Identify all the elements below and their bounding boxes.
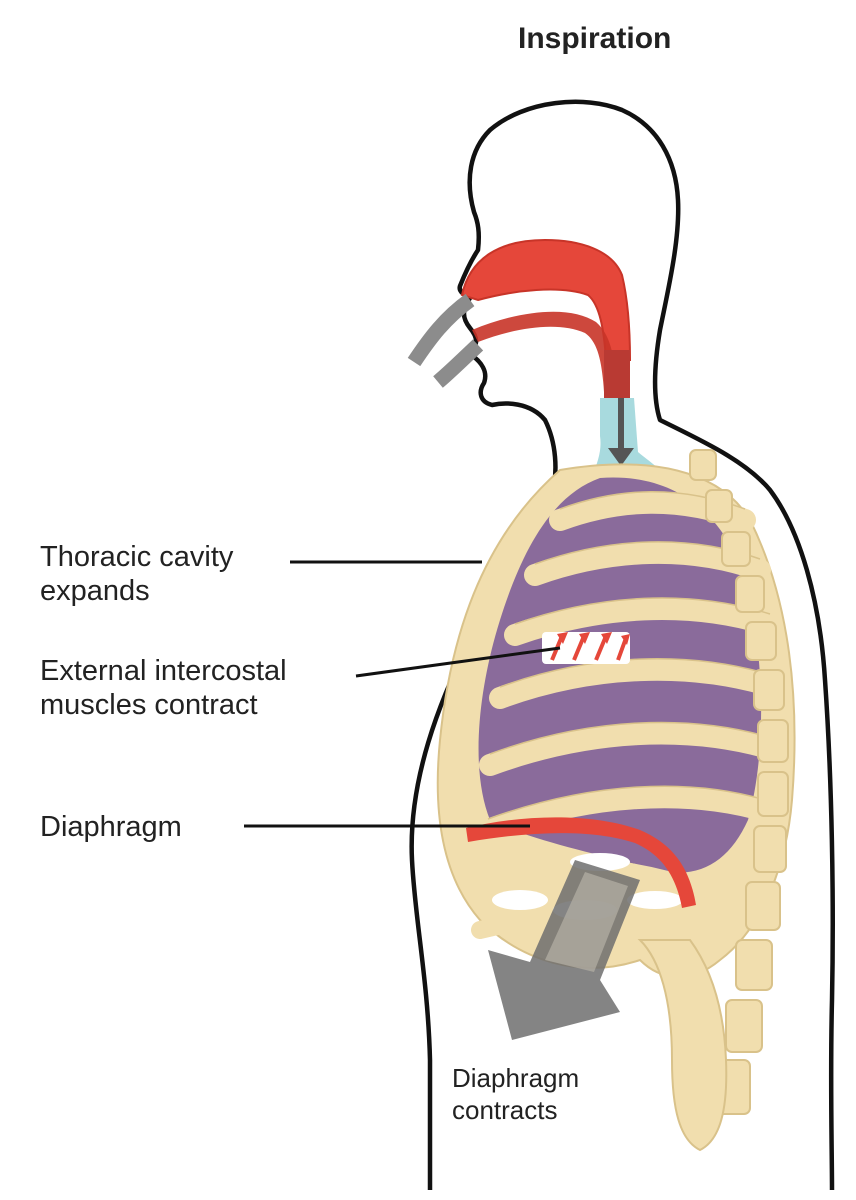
oral-airway	[472, 312, 616, 392]
airflow-arrow-mouth	[438, 345, 478, 382]
label-diaphragm: Diaphragm	[40, 810, 182, 844]
label-diaphragm-contracts: Diaphragm contracts	[452, 1062, 579, 1126]
label-external-intercostal: External intercostal muscles contract	[40, 654, 287, 722]
label-thoracic-cavity: Thoracic cavity expands	[40, 540, 233, 608]
diagram-title: Inspiration	[518, 22, 671, 56]
pharynx	[604, 350, 630, 398]
lumbar-spine	[640, 940, 726, 1150]
